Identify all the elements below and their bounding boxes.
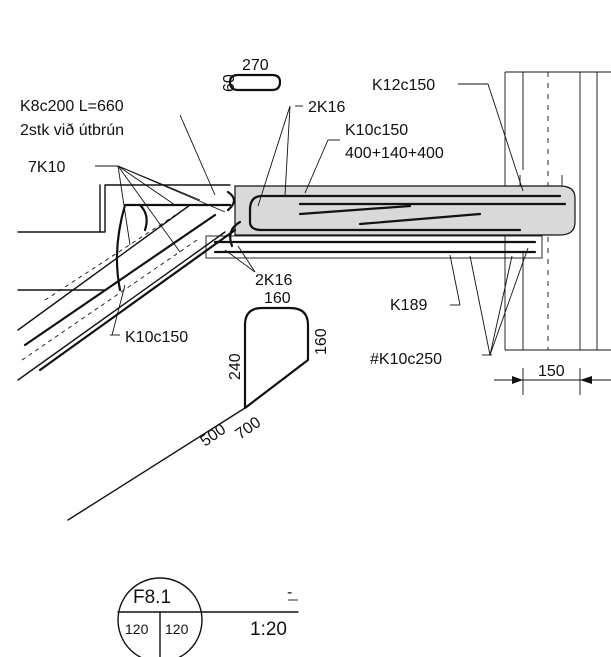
detail-cell-right: 120 (165, 621, 189, 637)
label-hook-60: 60 (221, 74, 238, 92)
label-dim-240: 240 (227, 353, 244, 380)
title-dash: - (287, 584, 292, 601)
label-7k10: 7K10 (28, 159, 65, 176)
label-top-2k16: 2K16 (308, 99, 345, 116)
leader-lines (95, 83, 529, 356)
wall-section (504, 71, 611, 351)
label-k10c150-left: K10c150 (125, 329, 188, 346)
label-dim-500: 500 (198, 421, 230, 450)
detail-id: F8.1 (133, 587, 171, 608)
label-bottom-2k16: 2K16 (255, 272, 292, 289)
label-dim-150: 150 (538, 363, 565, 380)
title-block: F8.1 120 120 1:20 - (117, 577, 299, 657)
dimension-150 (494, 368, 611, 395)
slab-section (205, 175, 576, 259)
label-mesh: #K10c250 (370, 351, 442, 368)
label-dim-160-side: 160 (313, 328, 330, 355)
label-dim-160-top: 160 (264, 290, 291, 307)
scale-label: 1:20 (250, 619, 287, 640)
detail-cell-left: 120 (125, 621, 149, 637)
rebars (23, 190, 567, 372)
label-k10c150-dims: 400+140+400 (345, 145, 444, 162)
label-k189: K189 (390, 297, 427, 314)
stair-slab (17, 184, 231, 381)
label-dim-700: 700 (233, 414, 265, 443)
label-hook-270: 270 (242, 57, 269, 74)
bent-bar-shape (67, 306, 310, 521)
label-k8c200: K8c200 L=660 (20, 98, 124, 115)
label-edge-note: 2stk við útbrún (20, 122, 124, 139)
label-k12c150: K12c150 (372, 77, 435, 94)
hook-shape (228, 73, 282, 92)
label-k10c150-top: K10c150 (345, 122, 408, 139)
